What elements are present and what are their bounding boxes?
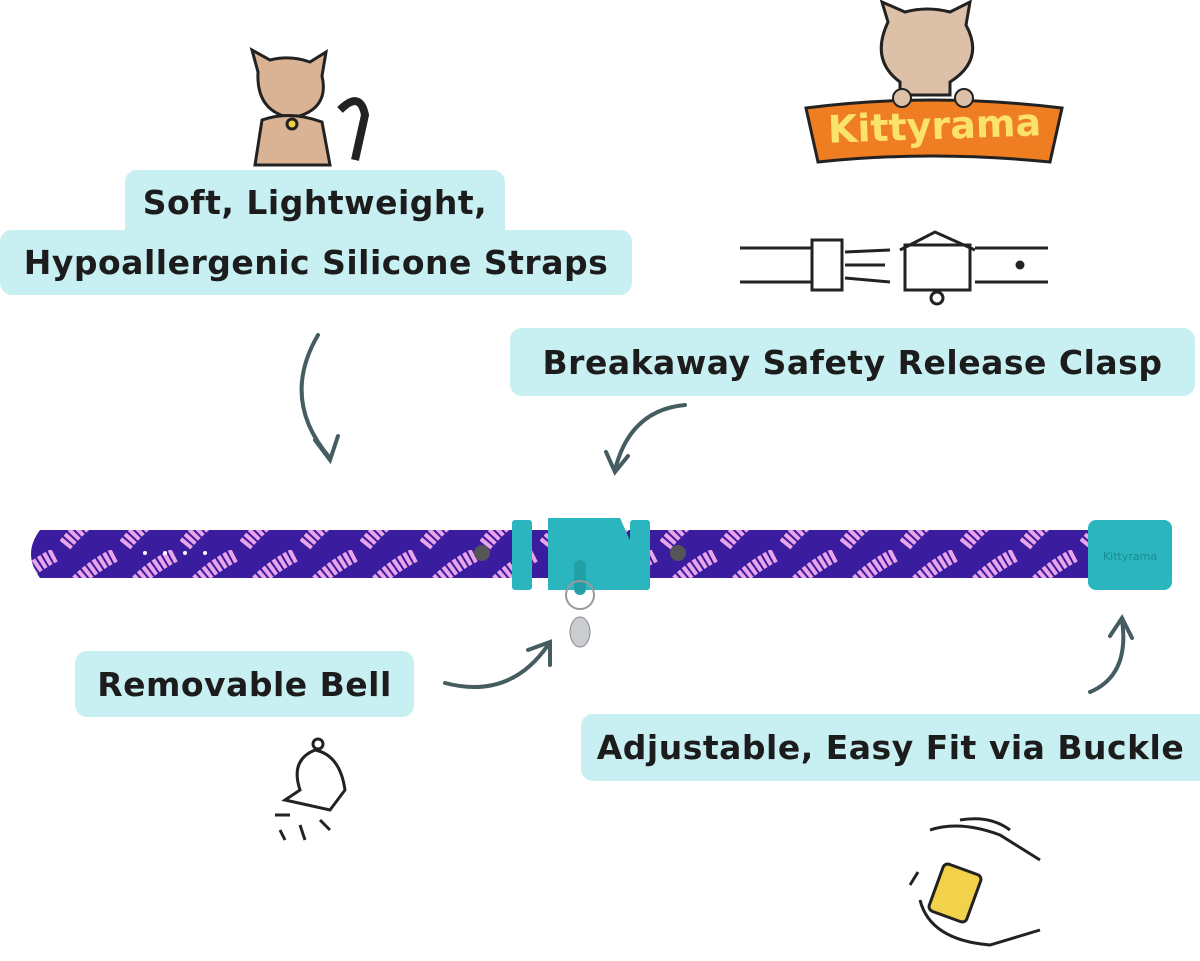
label-straps-line2: Hypoallergenic Silicone Straps [0,230,632,295]
label-buckle: Adjustable, Easy Fit via Buckle [581,714,1200,781]
clasp-sketch-icon [740,230,1048,306]
label-clasp: Breakaway Safety Release Clasp [510,328,1195,396]
buckle-end [1088,520,1172,590]
arrows [299,333,1134,694]
arrow-buckle-icon [1088,618,1126,694]
logo-text: Kittyrama [827,100,1042,152]
label-bell: Removable Bell [75,651,414,717]
label-straps-line1: Soft, Lightweight, [125,170,505,234]
bell-sketch-icon [275,737,347,841]
buckle-brand-text: Kittyrama [1103,550,1157,563]
breakaway-clasp [512,518,650,595]
bell-icon [565,580,595,648]
cat-mascot-icon [249,46,370,167]
arrow-bell-icon [443,643,550,689]
hand-buckle-sketch-icon [908,817,1041,947]
kittyrama-logo [804,0,1064,164]
arrow-clasp-icon [613,403,687,472]
